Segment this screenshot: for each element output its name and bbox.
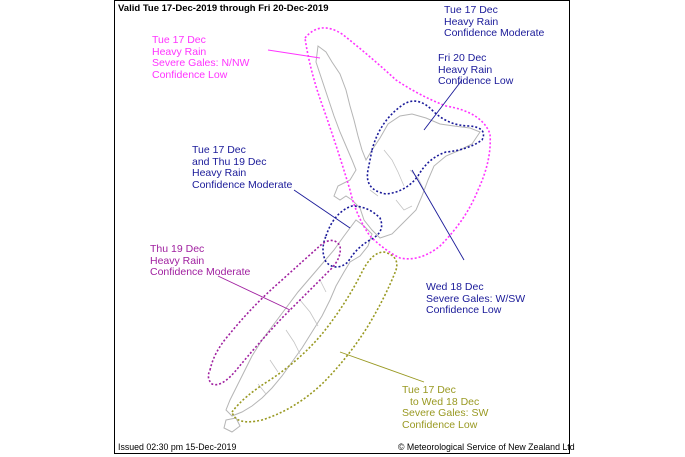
warning-label-w4-line-2: and Thu 19 Dec [192, 155, 267, 168]
leader-line-w6 [411, 169, 465, 261]
north-island-coastline [315, 45, 481, 239]
warning-label-w1: Tue 17 Dec Heavy Rain Severe Gales: N/NW… [152, 34, 250, 81]
warning-label-w5-line-3: Confidence Moderate [150, 266, 251, 278]
warning-area-w1-outline [304, 27, 492, 260]
warning-label-w7-line-4: Confidence Low [402, 418, 478, 431]
warning-label-w3-line-2: Heavy Rain [438, 63, 493, 76]
warning-label-w2: Tue 17 Dec Heavy Rain Confidence Moderat… [444, 4, 545, 40]
warning-label-w5-line-2: Heavy Rain [150, 254, 205, 267]
warning-label-w4: Tue 17 Dec and Thu 19 Dec Heavy Rain Con… [192, 144, 293, 191]
warning-label-w7-line-2: to Wed 18 Dec [410, 395, 480, 408]
leader-line-w3 [423, 79, 463, 131]
warning-label-w2-line-3: Confidence Moderate [444, 27, 545, 39]
warning-label-w5: Thu 19 Dec Heavy Rain Confidence Moderat… [150, 243, 251, 279]
warning-label-w1-line-2: Heavy Rain [152, 45, 207, 58]
leader-line-w4 [293, 189, 351, 229]
warning-label-w7-line-1: Tue 17 Dec [402, 384, 456, 396]
warning-area-w5-outline [207, 239, 342, 386]
warning-label-w3: Fri 20 Dec Heavy Rain Confidence Low [438, 52, 514, 88]
warning-label-w2-line-1: Tue 17 Dec [444, 4, 498, 16]
warning-area-w7-outline [231, 251, 398, 423]
leader-line-w1 [267, 49, 321, 59]
south-island-coastline [225, 219, 373, 417]
warning-label-w6-line-2: Severe Gales: W/SW [426, 292, 526, 305]
warning-label-w1-line-4: Confidence Low [152, 68, 228, 81]
warning-label-w4-line-3: Heavy Rain [192, 167, 247, 179]
leader-line-w7 [339, 351, 425, 383]
warning-label-w4-line-4: Confidence Moderate [192, 178, 293, 191]
warning-label-w3-line-1: Fri 20 Dec [438, 52, 487, 64]
warning-area-w2-outline [366, 100, 485, 195]
warning-label-w7: Tue 17 Dec to Wed 18 Dec Severe Gales: S… [402, 384, 489, 431]
warning-label-w6-line-3: Confidence Low [426, 304, 502, 316]
stewart-island-coastline [223, 417, 241, 433]
map-frame [114, 0, 570, 454]
issued-timestamp: Issued 02:30 pm 15-Dec-2019 [118, 442, 237, 452]
warning-label-w1-line-1: Tue 17 Dec [152, 34, 206, 46]
leader-line-w5 [217, 275, 291, 311]
warning-label-w3-line-3: Confidence Low [438, 75, 514, 87]
warning-label-w4-line-1: Tue 17 Dec [192, 144, 246, 156]
warning-label-w7-line-3: Severe Gales: SW [402, 407, 489, 419]
validity-header: Valid Tue 17-Dec-2019 through Fri 20-Dec… [118, 3, 329, 14]
warning-label-w5-line-1: Thu 19 Dec [150, 243, 205, 255]
warning-label-w6-line-1: Wed 18 Dec [426, 281, 484, 293]
north-island-inland-detail [369, 149, 425, 211]
warning-label-w6: Wed 18 Dec Severe Gales: W/SW Confidence… [426, 281, 526, 317]
warning-label-w2-line-2: Heavy Rain [444, 15, 499, 28]
warning-area-w4-outline [322, 205, 383, 268]
south-island-inland-detail [257, 279, 327, 395]
copyright-notice: © Meteorological Service of New Zealand … [398, 442, 575, 452]
warning-label-w1-line-3: Severe Gales: N/NW [152, 57, 250, 69]
